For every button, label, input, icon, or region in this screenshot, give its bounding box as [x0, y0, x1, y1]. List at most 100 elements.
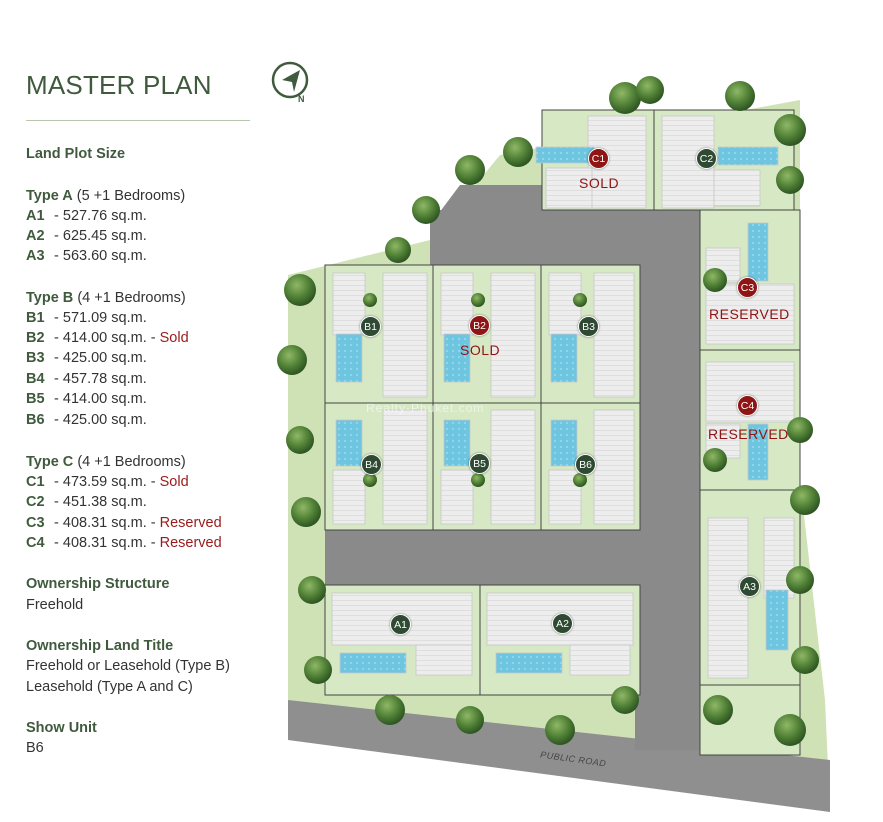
plot-row: C1 - 473.59 sq.m. - Sold: [26, 474, 189, 490]
tree: [277, 345, 307, 375]
plot-unit: sq.m.: [111, 330, 147, 346]
plot-marker-b6[interactable]: B6: [575, 454, 596, 475]
tree: [703, 695, 733, 725]
plot-id: C2: [26, 494, 45, 510]
tree: [774, 714, 806, 746]
tree: [774, 114, 806, 146]
plot-marker-c2[interactable]: C2: [696, 148, 717, 169]
plot-marker-b1[interactable]: B1: [360, 316, 381, 337]
land-plot-size-heading: Land Plot Size: [26, 146, 126, 162]
plot-unit: sq.m.: [111, 474, 147, 490]
internal-road: [640, 210, 700, 750]
plot-row: C3 - 408.31 sq.m. - Reserved: [26, 515, 222, 531]
tree: [703, 268, 727, 292]
type-b-heading: Type B (4 +1 Bedrooms): [26, 290, 186, 306]
tree: [286, 426, 314, 454]
tree: [573, 473, 587, 487]
tree: [787, 417, 813, 443]
show-unit-heading: Show Unit: [26, 720, 97, 736]
plot-area: 414.00: [62, 330, 108, 346]
plot-id: B3: [26, 350, 45, 366]
plot-area: 414.00: [62, 391, 108, 407]
house-roof: [707, 517, 749, 679]
tree: [412, 196, 440, 224]
plot-row: C4 - 408.31 sq.m. - Reserved: [26, 535, 222, 551]
ownership-land-title-heading: Ownership Land Title: [26, 638, 174, 654]
pool: [339, 652, 407, 674]
type-a-heading: Type A (5 +1 Bedrooms): [26, 188, 185, 204]
plot-row: B2 - 414.00 sq.m. - Sold: [26, 330, 189, 346]
ownership-land-title-line: Leasehold (Type A and C): [26, 679, 193, 695]
pool: [335, 419, 363, 467]
site-plan-drawing: [277, 76, 830, 812]
plot-row: B1 - 571.09 sq.m.: [26, 310, 147, 326]
type-c-heading: Type C (4 +1 Bedrooms): [26, 454, 186, 470]
plot-marker-a1[interactable]: A1: [390, 614, 411, 635]
plot-area: 473.59: [62, 474, 108, 490]
plot-row: A1 - 527.76 sq.m.: [26, 208, 147, 224]
plot-unit: sq.m.: [111, 310, 147, 326]
plot-area: 625.45: [62, 228, 108, 244]
plot-id: B2: [26, 330, 45, 346]
plot-id: B4: [26, 371, 45, 387]
plot-unit: sq.m.: [111, 515, 147, 531]
plot-marker-c4[interactable]: C4: [737, 395, 758, 416]
plot-unit: sq.m.: [111, 535, 147, 551]
north-compass-icon: N: [271, 61, 309, 104]
master-plan-map: N C1 C2 C3 C4 B1 B2 B3 B4 B5 B6 A1 A2 A3…: [270, 60, 883, 822]
pool: [443, 333, 471, 383]
plot-marker-c1[interactable]: C1: [588, 148, 609, 169]
plot-marker-b5[interactable]: B5: [469, 453, 490, 474]
tree: [791, 646, 819, 674]
plot-marker-b2[interactable]: B2: [469, 315, 490, 336]
plot-unit: sq.m.: [111, 350, 147, 366]
house-roof: [593, 409, 635, 525]
house-roof: [332, 272, 366, 336]
plot-area: 563.60: [62, 248, 108, 264]
plot-row: C2 - 451.38 sq.m.: [26, 494, 147, 510]
plot-area: 408.31: [62, 515, 108, 531]
plot-marker-a2[interactable]: A2: [552, 613, 573, 634]
pool: [535, 146, 595, 164]
house-roof: [415, 644, 473, 676]
house-roof: [382, 409, 428, 525]
ownership-structure-value: Freehold: [26, 597, 84, 613]
tree: [786, 566, 814, 594]
show-unit-value: B6: [26, 740, 44, 756]
plot-marker-b4[interactable]: B4: [361, 454, 382, 475]
plot-status: Reserved: [159, 535, 222, 551]
tree: [725, 81, 755, 111]
plot-row: B4 - 457.78 sq.m.: [26, 371, 147, 387]
plot-area: 457.78: [62, 371, 108, 387]
house-roof: [569, 644, 631, 676]
tree: [291, 497, 321, 527]
pool: [550, 333, 578, 383]
house-roof: [593, 272, 635, 398]
plot-id: C3: [26, 515, 45, 531]
tree: [611, 686, 639, 714]
tree: [363, 293, 377, 307]
trees: [277, 76, 820, 746]
plot-row: A2 - 625.45 sq.m.: [26, 228, 147, 244]
type-bedrooms: (4 +1 Bedrooms): [77, 290, 186, 306]
plot-marker-a3[interactable]: A3: [739, 576, 760, 597]
house-roof: [440, 469, 474, 525]
pool: [495, 652, 563, 674]
watermark: Realty-Phuket.com: [366, 401, 485, 415]
house-roof: [490, 409, 536, 525]
plot-marker-b3[interactable]: B3: [578, 316, 599, 337]
plot-unit: sq.m.: [111, 412, 147, 428]
house-roof: [545, 167, 593, 209]
tree: [545, 715, 575, 745]
stamp-c4-reserved: RESERVED: [708, 426, 789, 442]
plot-unit: sq.m.: [111, 248, 147, 264]
plot-id: C1: [26, 474, 45, 490]
tree: [609, 82, 641, 114]
tree: [503, 137, 533, 167]
tree: [304, 656, 332, 684]
tree: [284, 274, 316, 306]
tree: [455, 155, 485, 185]
plot-area: 425.00: [62, 350, 108, 366]
plot-marker-c3[interactable]: C3: [737, 277, 758, 298]
plot-id: B5: [26, 391, 45, 407]
